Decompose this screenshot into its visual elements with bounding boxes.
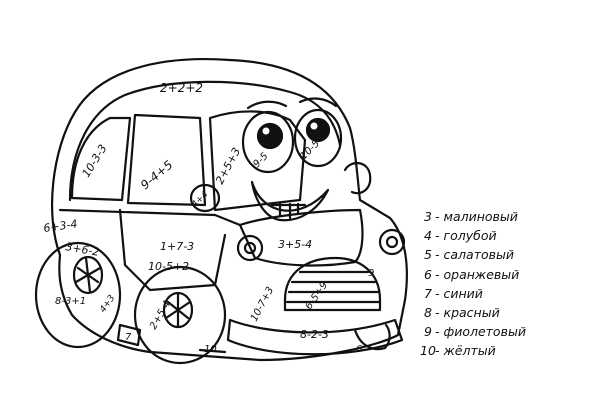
front-bumper — [226, 318, 404, 356]
legend-dash: - — [435, 209, 440, 224]
legend-number: 6 — [424, 266, 432, 282]
right-mirror — [343, 162, 372, 195]
left-pupil — [256, 122, 284, 150]
middle-window — [126, 113, 207, 207]
label-rear-panel-bottom: 3+6-2 — [64, 240, 100, 259]
label-grille-left: 10-7+3 — [249, 285, 276, 323]
label-rear-bumper-number: 7 — [125, 332, 132, 343]
label-door: 1+7-3 — [160, 240, 194, 253]
right-headlight — [378, 228, 406, 256]
smile — [250, 180, 330, 222]
legend-item: 5-салатовый — [420, 245, 595, 264]
legend-item: 3-малиновый — [420, 207, 595, 226]
legend-number: 8 — [424, 305, 432, 321]
side-mirror — [189, 183, 221, 213]
legend-color: голубой — [443, 228, 497, 244]
label-rear-wheel: 8-3+1 — [55, 296, 86, 307]
rear-tire — [34, 241, 122, 349]
color-legend: 3-малиновый 4-голубой 5-салатовый 6-оран… — [420, 207, 595, 361]
label-grille-right: 6-5+9 — [303, 280, 330, 312]
legend-dash: - — [435, 343, 440, 359]
right-rear-tire — [353, 323, 391, 351]
legend-color: красный — [443, 305, 500, 321]
legend-dash: - — [435, 247, 440, 263]
roof-inner-line — [68, 80, 342, 202]
belt-line — [58, 208, 242, 227]
legend-color: синий — [443, 285, 483, 301]
label-front-wheel-number: 10 — [204, 344, 217, 355]
legend-number: 9 — [424, 324, 432, 340]
label-bumper: 8-2-3 — [300, 328, 329, 341]
legend-dash: - — [435, 324, 440, 340]
door-panel — [118, 208, 227, 292]
legend-item: 4-голубой — [420, 226, 595, 245]
legend-color: жёлтый — [443, 343, 496, 359]
right-eyebrow — [298, 97, 338, 108]
right-pupil — [305, 117, 331, 143]
left-eyebrow — [246, 100, 288, 110]
legend-dash: - — [435, 285, 440, 301]
label-grille-side: 9 — [368, 268, 374, 279]
rear-bumper — [116, 323, 142, 347]
label-windshield: 2+5+3 — [213, 145, 243, 186]
legend-number: 4 — [424, 228, 432, 244]
legend-dash: - — [435, 305, 440, 321]
label-front-fender: 10-5+2 — [148, 260, 189, 273]
car-body-outline — [51, 58, 408, 362]
left-eye — [241, 110, 295, 174]
legend-item: 10-жёлтый — [420, 341, 595, 360]
legend-item: 9-фиолетовый — [420, 322, 595, 341]
label-rear-wheel-side: 4+3 — [98, 293, 117, 315]
legend-item: 7-синий — [420, 284, 595, 303]
label-rear-panel-top: 6+3-4 — [43, 217, 79, 235]
legend-number: 5 — [424, 247, 432, 263]
legend-number: 7 — [424, 285, 432, 301]
legend-color: малиновый — [443, 209, 518, 224]
legend-number: 10 — [420, 343, 436, 359]
legend-color: фиолетовый — [443, 324, 526, 340]
label-rear-window: 10-3-3 — [80, 142, 110, 179]
rear-hub — [72, 255, 104, 295]
right-eye — [293, 108, 343, 168]
label-front-bumper-number: 6 — [356, 344, 362, 355]
legend-number: 3 — [424, 209, 432, 224]
left-headlight — [236, 234, 264, 262]
rear-window — [70, 116, 132, 202]
label-middle-window: 9-4+5 — [138, 158, 176, 193]
label-hood: 3+5-4 — [278, 238, 312, 251]
front-tire — [133, 265, 227, 365]
hood — [238, 208, 364, 267]
ground-line — [198, 348, 227, 354]
legend-dash: - — [435, 266, 440, 282]
legend-item: 6-оранжевый — [420, 265, 595, 284]
legend-dash: - — [435, 228, 440, 244]
grille — [283, 256, 382, 312]
legend-item: 8-красный — [420, 303, 595, 322]
legend-color: салатовый — [443, 247, 514, 263]
legend-color: оранжевый — [443, 266, 520, 282]
label-roof: 2+2+2 — [160, 81, 203, 95]
